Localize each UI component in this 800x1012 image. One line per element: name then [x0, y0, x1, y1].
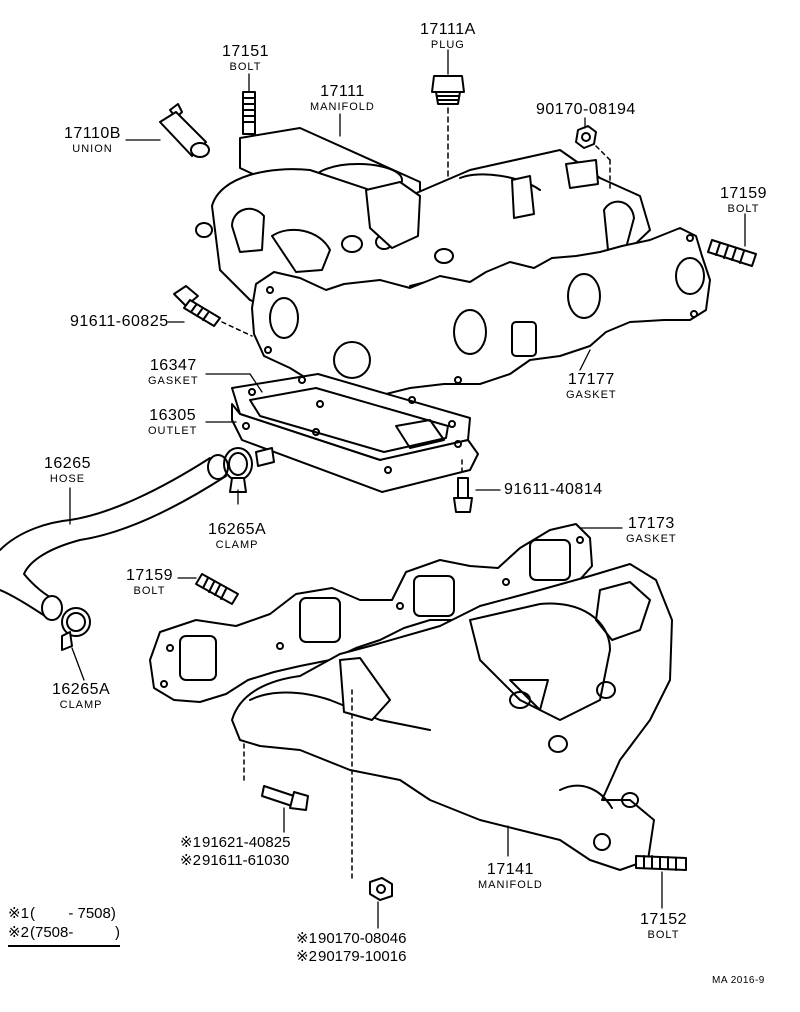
- label-17159-lower: 17159 BOLT: [126, 567, 173, 597]
- bolt-lower: [261, 785, 309, 811]
- label-17141: 17141 MANIFOLD: [478, 861, 543, 891]
- label-16265: 16265 HOSE: [44, 455, 91, 485]
- stud-bolt-17151: [242, 91, 256, 135]
- union-17110B: [159, 103, 210, 158]
- label-17111A: 17111A PLUG: [420, 21, 476, 51]
- outlet-16305: [231, 373, 479, 493]
- alt-row: ※290179-10016: [296, 948, 407, 965]
- label-16347: 16347 GASKET: [148, 357, 199, 387]
- nut-lower: [369, 877, 393, 901]
- exhaust-manifold-17141: [231, 563, 673, 871]
- label-17152: 17152 BOLT: [640, 911, 687, 941]
- bolt-91611-40814: [453, 459, 473, 513]
- alt-row: ※291611-61030: [180, 852, 290, 869]
- alt-row: ※191621-40825: [180, 834, 291, 851]
- hose-16265: [0, 454, 229, 621]
- label-91611-40814: 91611-40814: [504, 481, 603, 498]
- label-17173: 17173 GASKET: [626, 515, 677, 545]
- clamp-16265A-lower: [61, 607, 91, 651]
- clamp-16265A-upper: [223, 447, 253, 493]
- label-17177: 17177 GASKET: [566, 371, 617, 401]
- label-16265A-lower: 16265A CLAMP: [52, 681, 111, 711]
- footnote-row: ※1( - 7508): [8, 905, 116, 922]
- label-17110B: 17110B UNION: [64, 125, 121, 155]
- alt-row: ※190170-08046: [296, 930, 407, 947]
- stud-17152: [635, 855, 687, 871]
- stud-17159-lower: [195, 573, 239, 605]
- label-91611-60825: 91611-60825: [70, 313, 169, 330]
- plug-drawing: [431, 75, 465, 105]
- footnote-row: ※2(7508- ): [8, 924, 121, 947]
- catalog-reference: MA 2016-9: [712, 975, 765, 986]
- label-17151: 17151 BOLT: [222, 43, 269, 73]
- alternates-bolt-lower: ※191621-40825 ※291611-61030: [180, 834, 290, 870]
- date-range-footnote: ※1( - 7508) ※2(7508- ): [8, 905, 121, 947]
- stud-17159-upper: [707, 239, 757, 267]
- label-17111: 17111 MANIFOLD: [310, 83, 375, 113]
- label-90170-08194: 90170-08194: [536, 101, 636, 118]
- bolt-91611-60825: [173, 285, 221, 327]
- nut-90170-08194: [575, 125, 597, 149]
- label-17159-upper: 17159 BOLT: [720, 185, 767, 215]
- label-16305: 16305 OUTLET: [148, 407, 198, 437]
- label-16265A-upper: 16265A CLAMP: [208, 521, 267, 551]
- alternates-nut-lower: ※190170-08046 ※290179-10016: [296, 930, 406, 966]
